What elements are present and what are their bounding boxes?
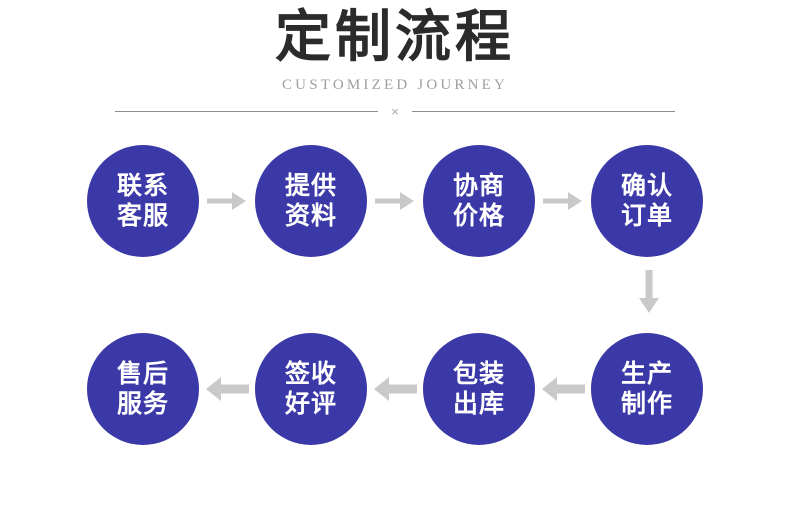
divider-rule-right (412, 110, 675, 112)
flow-node-production[interactable]: 生产 制作 (591, 333, 703, 445)
flow-node-after-sales-service[interactable]: 售后 服务 (87, 333, 199, 445)
arrow-right-icon-1 (199, 181, 255, 221)
node-line-2: 价格 (452, 201, 505, 230)
node-line-1: 确认 (620, 171, 673, 200)
node-line-1: 售后 (116, 359, 169, 388)
node-line-2: 客服 (116, 201, 169, 230)
flow-node-contact-service[interactable]: 联系 客服 (87, 145, 199, 257)
title-divider: × (115, 102, 675, 120)
node-line-2: 出库 (452, 389, 505, 418)
divider-rule-left (115, 110, 378, 112)
node-line-1: 联系 (116, 171, 169, 200)
arrow-left-icon-1 (199, 369, 255, 409)
flow-node-provide-materials[interactable]: 提供 资料 (255, 145, 367, 257)
arrow-left-icon-3 (535, 369, 591, 409)
page-title: 定制流程 (275, 5, 515, 70)
node-line-2: 服务 (116, 389, 169, 418)
node-line-1: 提供 (284, 171, 337, 200)
flow-node-confirm-order[interactable]: 确认 订单 (591, 145, 703, 257)
arrow-right-icon-3 (535, 181, 591, 221)
page-header: 定制流程 CUSTOMIZED JOURNEY (0, 0, 790, 94)
flow-node-negotiate-price[interactable]: 协商 价格 (423, 145, 535, 257)
node-line-2: 订单 (620, 201, 673, 230)
arrow-right-icon-2 (367, 181, 423, 221)
node-line-1: 包装 (452, 359, 505, 388)
arrow-down-icon (634, 268, 664, 316)
node-line-1: 签收 (284, 359, 337, 388)
node-line-2: 好评 (284, 389, 337, 418)
arrow-left-icon-2 (367, 369, 423, 409)
node-line-1: 生产 (620, 359, 673, 388)
cross-icon: × (391, 103, 399, 119)
flow-row-2: 售后 服务 签收 好评 包装 出库 生产 制作 (0, 333, 790, 445)
flow-node-package-and-ship[interactable]: 包装 出库 (423, 333, 535, 445)
node-line-2: 制作 (620, 389, 673, 418)
page-subtitle: CUSTOMIZED JOURNEY (281, 77, 509, 93)
node-line-1: 协商 (452, 171, 505, 200)
flow-node-sign-and-review[interactable]: 签收 好评 (255, 333, 367, 445)
node-line-2: 资料 (284, 201, 337, 230)
flow-row-1: 联系 客服 提供 资料 协商 价格 确认 订单 (0, 145, 790, 257)
